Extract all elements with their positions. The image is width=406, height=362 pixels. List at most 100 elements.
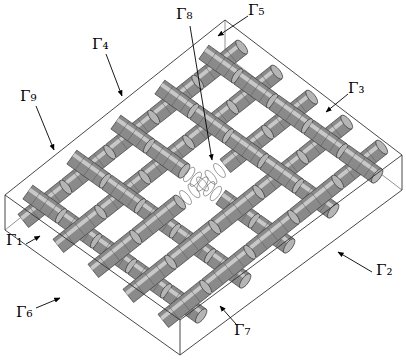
cylinder-end	[128, 228, 144, 246]
cylinder-groove	[48, 203, 58, 217]
cylinder-highlight	[109, 180, 142, 204]
cylinder-groove	[143, 221, 154, 234]
cylinder-groove	[267, 227, 278, 240]
cylinder-groove	[188, 237, 199, 250]
cylinder-groove	[286, 107, 296, 121]
boundary-label: Γ₃	[346, 80, 366, 97]
cylinder-highlight	[276, 100, 309, 124]
cylinder-end	[193, 307, 209, 325]
cylinder-groove	[222, 211, 233, 224]
cylinder-groove	[154, 146, 164, 160]
cylinder-end	[251, 183, 267, 201]
cylinder-groove	[163, 152, 173, 166]
boundary-label: Γ₉	[18, 88, 38, 105]
cylinder-highlight	[267, 160, 300, 184]
cylinder-groove	[285, 173, 295, 187]
cylinder-groove	[242, 142, 252, 156]
cylinder-groove	[321, 132, 331, 146]
cylinder-highlight	[346, 150, 379, 174]
boundary-label: Γ₆	[14, 304, 34, 321]
cylinder-segment	[339, 145, 385, 185]
boundary-label: Γ₂	[374, 262, 394, 279]
cylinder-groove	[119, 121, 129, 135]
cylinder-groove	[75, 156, 85, 170]
cylinder-highlight	[205, 250, 247, 284]
cylinder-groove	[268, 161, 278, 175]
boundary-label: Γ₄	[90, 36, 110, 53]
cylinder-groove	[312, 126, 322, 140]
cylinder-groove	[215, 123, 225, 137]
cylinder-end	[237, 272, 253, 290]
leader-line	[220, 306, 236, 324]
cylinder-groove	[127, 193, 137, 207]
cylinder-highlight	[118, 120, 151, 144]
cylinder-end	[207, 218, 223, 236]
cylinder-groove	[190, 289, 201, 302]
cylinder-highlight	[56, 210, 98, 244]
box-edge	[5, 55, 225, 230]
cylinder-groove	[234, 254, 245, 267]
cylinder-highlight	[311, 125, 344, 149]
cylinder-highlight	[135, 200, 177, 234]
cylinder-highlight	[241, 75, 274, 99]
cylinder-groove	[232, 202, 243, 215]
cylinder-highlight	[214, 190, 256, 224]
cylinder-groove	[180, 98, 190, 112]
cylinder-groove	[92, 168, 102, 182]
cylinder-end	[225, 98, 241, 116]
cylinder-highlight	[197, 110, 230, 134]
leader-line	[218, 16, 248, 36]
cylinder-highlight	[153, 145, 186, 169]
cylinder-groove	[171, 158, 181, 172]
wire-ring	[188, 170, 204, 188]
box-edge	[225, 55, 402, 190]
cylinder-groove	[251, 82, 261, 96]
cylinder-end	[295, 148, 311, 166]
boundary-label: Γ₅	[246, 2, 266, 19]
box-top-face	[5, 20, 402, 320]
cylinder-groove	[172, 92, 182, 106]
cylinder-groove	[347, 151, 357, 165]
cylinder-groove	[243, 194, 254, 207]
box-edges	[5, 20, 402, 355]
wire-ring	[211, 162, 227, 180]
cylinder-end	[198, 278, 214, 296]
cylinder-segment	[141, 133, 197, 182]
cylinder-groove	[110, 181, 120, 195]
cylinder-end	[181, 133, 197, 151]
cylinder-groove	[199, 229, 210, 242]
cylinder-end	[93, 203, 109, 221]
cylinder-groove	[329, 138, 339, 152]
cylinder-segment	[290, 173, 346, 222]
cylinder-end	[339, 113, 355, 131]
cylinder-groove	[213, 271, 224, 284]
boundary-label: Γ₁	[4, 232, 24, 249]
cylinder-groove	[40, 197, 50, 211]
cylinder-groove	[259, 88, 269, 102]
box-lower-edges	[5, 155, 402, 355]
leader-line	[106, 54, 122, 96]
boundary-label: Γ₇	[232, 322, 252, 339]
cylinder-groove	[85, 214, 96, 227]
cylinder-groove	[74, 222, 85, 235]
cylinder-groove	[224, 63, 234, 77]
cylinder-highlight	[249, 215, 291, 249]
wire-ring	[194, 175, 210, 193]
cylinder-groove	[31, 191, 41, 205]
cylinder-groove	[301, 201, 312, 214]
cylinder-end	[269, 63, 285, 81]
cylinder-groove	[278, 219, 289, 232]
cylinder-groove	[119, 187, 129, 201]
leader-line	[338, 252, 372, 272]
cylinder-groove	[233, 136, 243, 150]
leader-line	[190, 26, 212, 160]
cylinder-segment	[334, 138, 390, 187]
cylinder-end	[281, 237, 297, 255]
cylinder-highlight	[30, 190, 63, 214]
cylinder-groove	[223, 262, 234, 275]
leader-lines	[26, 16, 372, 324]
cylinder-highlight	[206, 50, 239, 74]
cylinder-end	[242, 243, 258, 261]
cylinder-highlight	[232, 135, 265, 159]
